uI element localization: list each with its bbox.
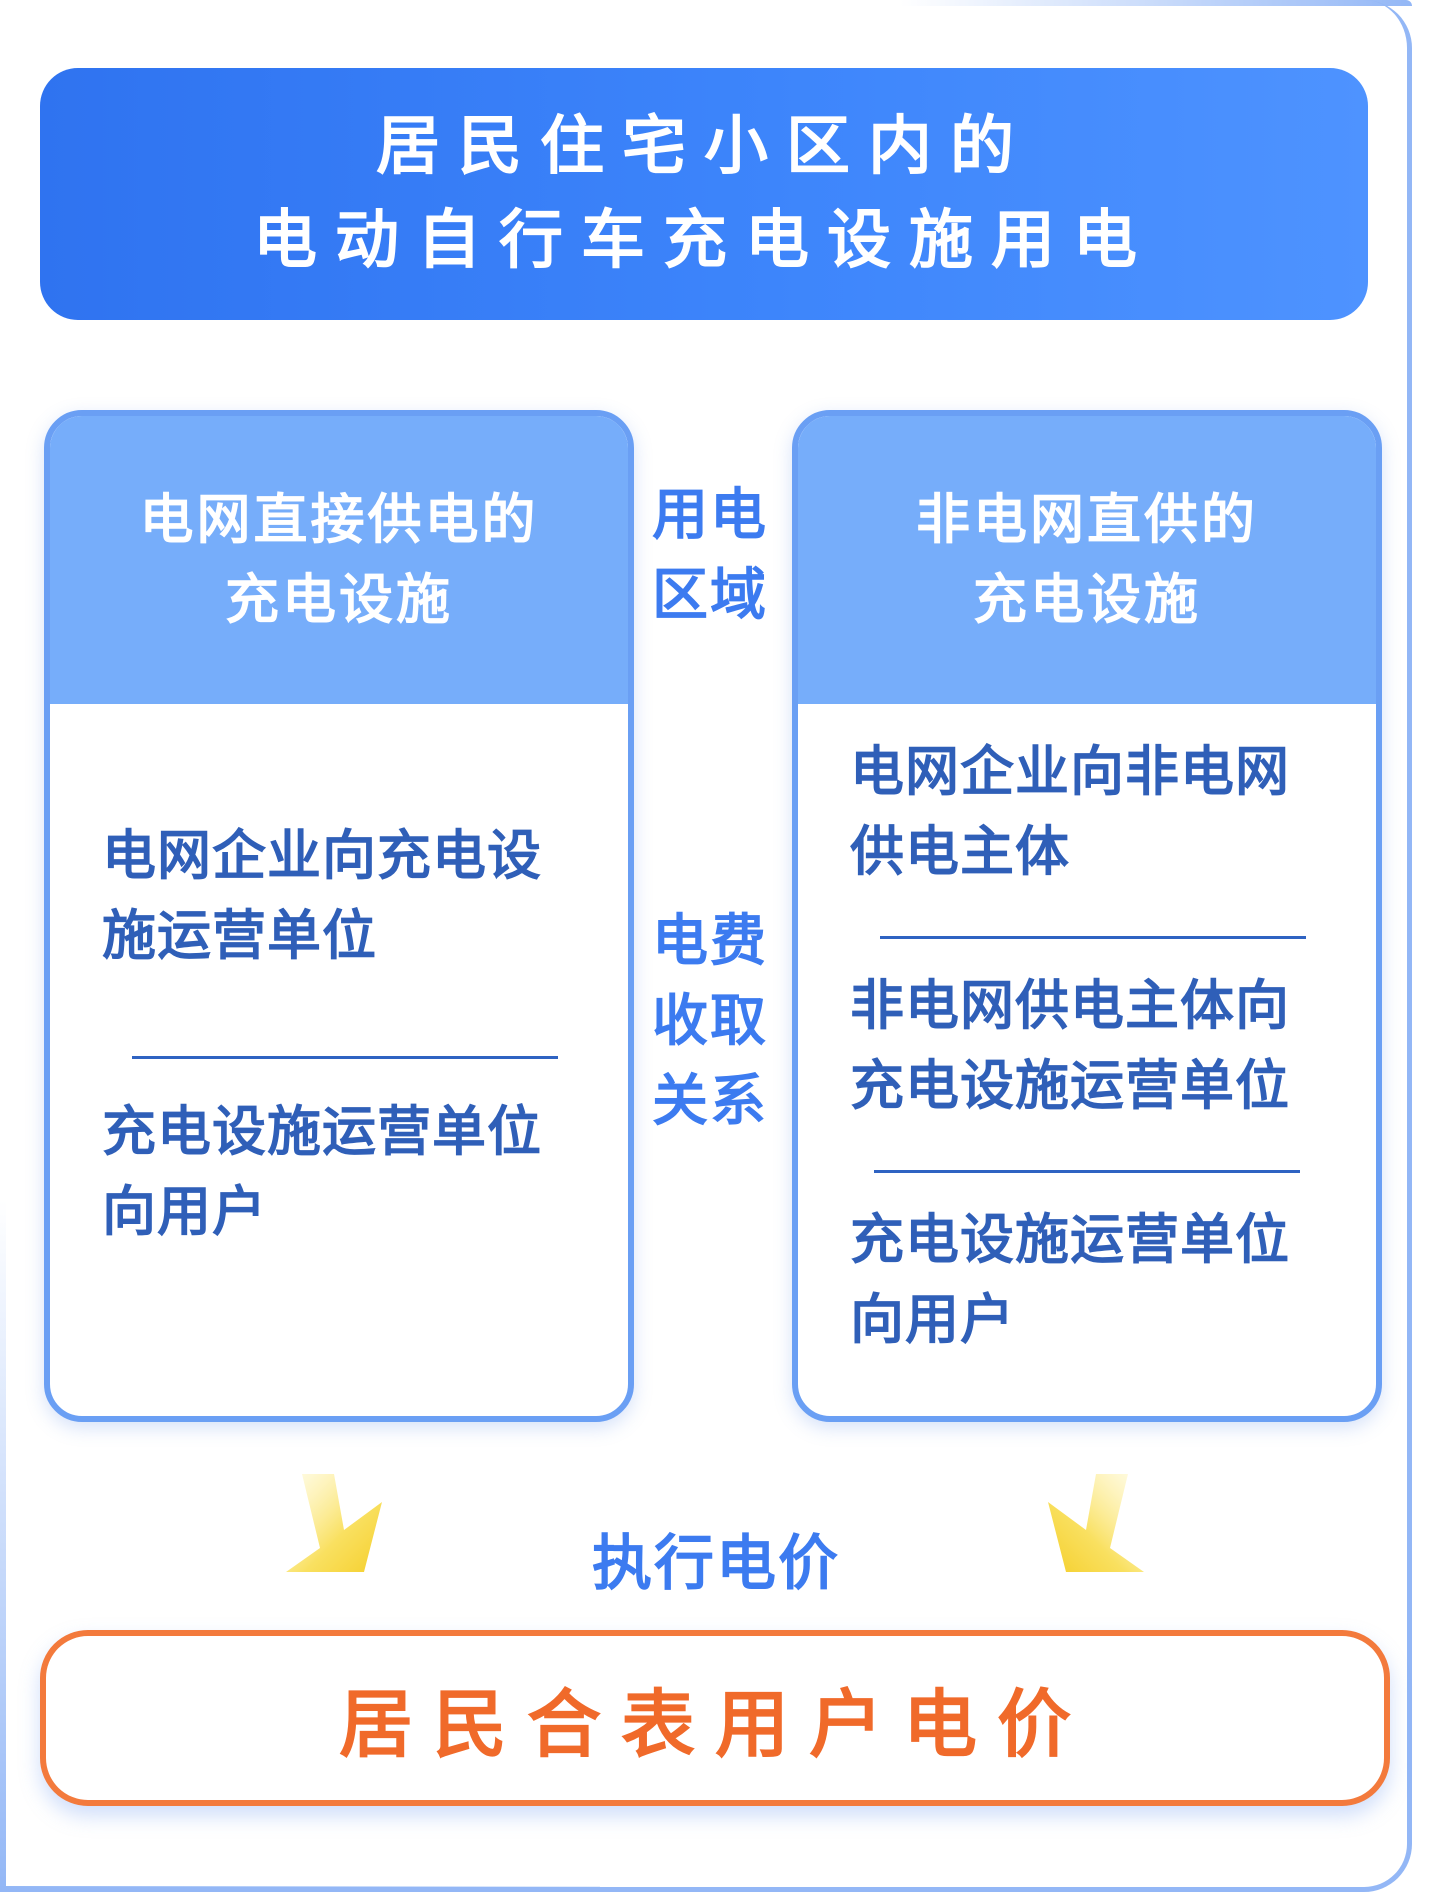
relation-line-1: 电网企业向充电设 (102, 824, 542, 887)
title-banner: 居民住宅小区内的 电动自行车充电设施用电 (40, 68, 1368, 320)
relation-item: 充电设施运营单位 向用户 (102, 1092, 542, 1252)
fee-label-line-2: 收取 (652, 989, 768, 1054)
card-header-line-2: 充电设施 (225, 568, 453, 631)
relation-line-2: 向用户 (850, 1288, 1015, 1351)
non-grid-supply-card: 非电网直供的 充电设施 电网企业向非电网 供电主体 非电网供电主体向 充电设施运… (792, 410, 1382, 1422)
fee-relation-label: 电费 收取 关系 (640, 902, 780, 1142)
relation-line-2: 向用户 (102, 1180, 267, 1243)
relation-line-1: 充电设施运营单位 (850, 1208, 1290, 1271)
fee-label-line-1: 电费 (652, 909, 768, 974)
area-label-line-1: 用电 (652, 483, 768, 548)
relation-line-2: 施运营单位 (102, 904, 377, 967)
card-header-line-1: 非电网直供的 (916, 488, 1258, 551)
card-header-line-2: 充电设施 (973, 568, 1201, 631)
relation-item: 电网企业向非电网 供电主体 (850, 732, 1290, 892)
relation-item: 电网企业向充电设 施运营单位 (102, 816, 542, 976)
divider (880, 936, 1306, 939)
title-line-1: 居民住宅小区内的 (376, 110, 1032, 184)
relation-line-1: 充电设施运营单位 (102, 1100, 542, 1163)
title-line-2: 电动自行车充电设施用电 (253, 204, 1155, 278)
arrow-down-left-icon (1048, 1474, 1144, 1572)
area-label: 用电 区域 (640, 476, 780, 636)
relation-line-1: 非电网供电主体向 (850, 974, 1290, 1037)
card-header: 电网直接供电的 充电设施 (50, 416, 628, 704)
relation-item: 非电网供电主体向 充电设施运营单位 (850, 966, 1290, 1126)
exec-price-label: 执行电价 (592, 1529, 840, 1599)
relation-line-1: 电网企业向非电网 (850, 740, 1290, 803)
divider (874, 1170, 1300, 1173)
area-label-line-2: 区域 (652, 563, 768, 628)
card-header-line-1: 电网直接供电的 (139, 488, 539, 551)
fee-label-line-3: 关系 (652, 1069, 768, 1134)
page-frame-top (900, 0, 1412, 6)
card-header: 非电网直供的 充电设施 (798, 416, 1376, 704)
result-box: 居民合表用户电价 (40, 1630, 1390, 1806)
relation-line-2: 供电主体 (850, 820, 1070, 883)
arrow-down-right-icon (286, 1474, 382, 1572)
relation-line-2: 充电设施运营单位 (850, 1054, 1290, 1117)
divider (132, 1056, 558, 1059)
grid-direct-supply-card: 电网直接供电的 充电设施 电网企业向充电设 施运营单位 充电设施运营单位 向用户 (44, 410, 634, 1422)
relation-item: 充电设施运营单位 向用户 (850, 1200, 1290, 1360)
result-text: 居民合表用户电价 (339, 1681, 1091, 1768)
page-frame-bottom (0, 1886, 600, 1892)
page-frame-left (0, 1200, 6, 1892)
